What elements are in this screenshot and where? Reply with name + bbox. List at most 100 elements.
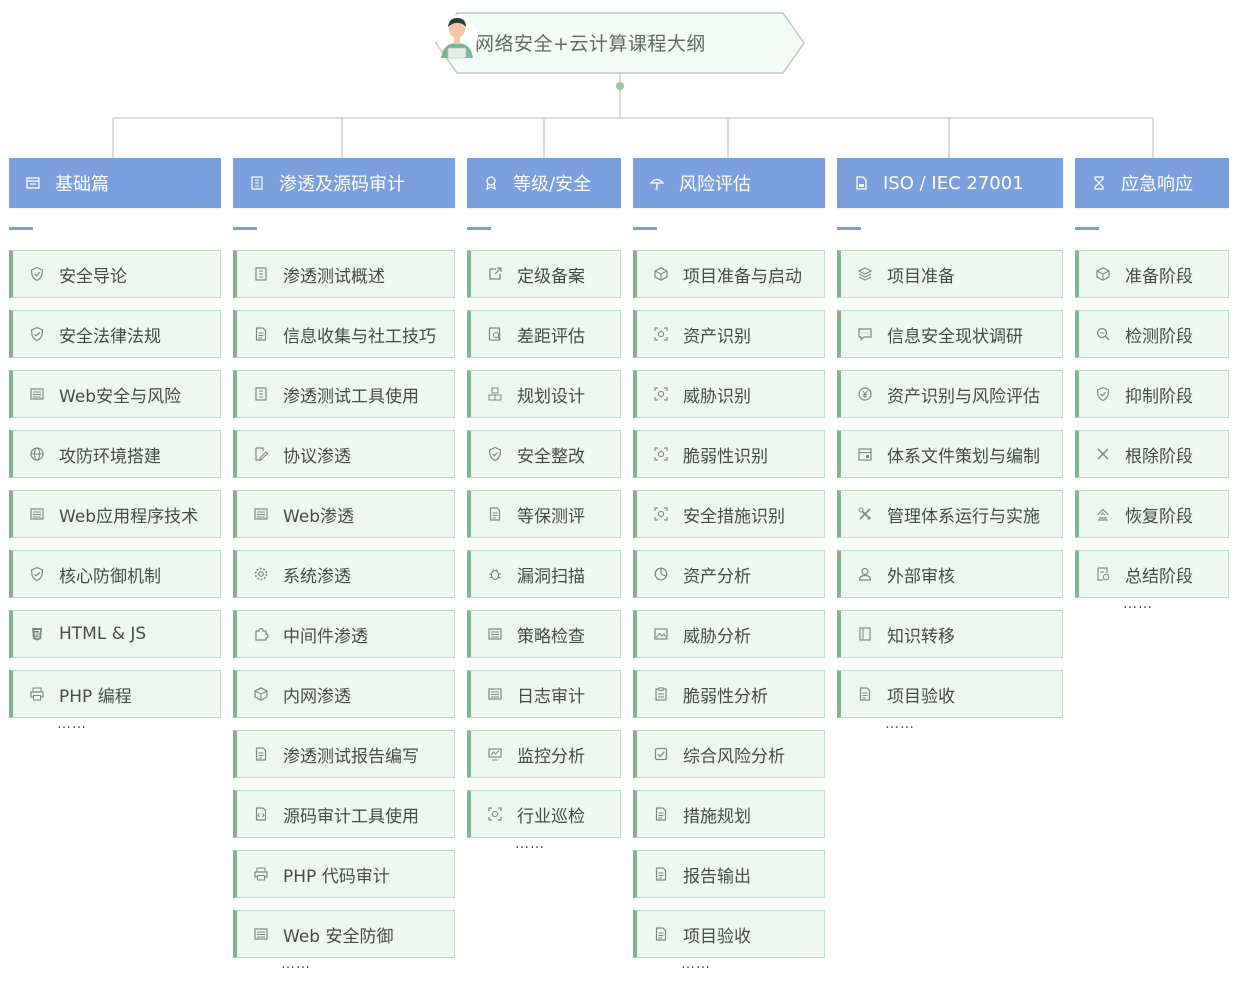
course-item-label: 攻防环境搭建	[59, 446, 161, 467]
course-item: 安全措施识别	[633, 490, 825, 538]
item-icon	[1095, 386, 1111, 402]
course-item-label: 威胁分析	[683, 626, 751, 647]
course-item: 根除阶段	[1075, 430, 1229, 478]
award-icon	[486, 176, 496, 191]
shield-icon	[488, 446, 502, 462]
avatar-icon	[436, 15, 478, 59]
course-item: 综合风险分析	[633, 730, 825, 778]
column-title: ISO / IEC 27001	[883, 172, 1024, 194]
course-item-label: 知识转移	[887, 626, 955, 647]
item-icon	[253, 686, 269, 702]
hourglass-icon	[1094, 176, 1104, 190]
item-icon	[653, 626, 669, 642]
item-icon	[253, 926, 269, 942]
item-icon	[1095, 566, 1111, 582]
item-icon	[29, 506, 45, 522]
course-item-label: 综合风险分析	[683, 746, 785, 767]
course-item-label: 定级备案	[517, 266, 585, 287]
item-icon	[653, 266, 669, 282]
course-item: 安全导论	[9, 250, 221, 298]
cubes-icon	[488, 387, 502, 401]
item-icon	[653, 686, 669, 702]
course-item: 报告输出	[633, 850, 825, 898]
course-item: 内网渗透	[233, 670, 455, 718]
column-header: 风险评估	[633, 158, 825, 208]
window-icon-wrap	[25, 175, 41, 191]
course-item: 总结阶段	[1075, 550, 1229, 598]
course-item: Web渗透	[233, 490, 455, 538]
course-item: 信息收集与社工技巧	[233, 310, 455, 358]
document-icon	[255, 327, 267, 341]
item-icon	[29, 446, 45, 462]
search-icon	[1096, 327, 1110, 341]
course-item-label: 行业巡检	[517, 806, 585, 827]
item-icon	[253, 386, 269, 402]
document-icon	[489, 507, 501, 521]
item-icon	[857, 266, 873, 282]
item-icon	[253, 626, 269, 642]
item-icon	[653, 326, 669, 342]
item-icon	[253, 806, 269, 822]
course-item-label: 资产分析	[683, 566, 751, 587]
item-icon	[1095, 326, 1111, 342]
list-icon	[254, 508, 268, 520]
course-item: 外部审核	[837, 550, 1063, 598]
connector-dot	[616, 82, 624, 90]
course-item: 恢复阶段	[1075, 490, 1229, 538]
course-item: PHP 编程	[9, 670, 221, 718]
column-accent-bar	[1075, 227, 1099, 230]
item-icon	[653, 506, 669, 522]
yen-icon	[858, 387, 872, 401]
item-icon	[1095, 506, 1111, 522]
course-item: 项目验收	[837, 670, 1063, 718]
column-title: 渗透及源码审计	[279, 174, 405, 195]
shield-icon	[30, 326, 44, 342]
course-item-label: 等保测评	[517, 506, 585, 527]
course-item-label: PHP 代码审计	[283, 866, 390, 887]
course-item-label: 漏洞扫描	[517, 566, 585, 587]
scan-icon	[654, 447, 668, 461]
course-item-label: 抑制阶段	[1125, 386, 1193, 407]
course-item-label: Web安全与风险	[59, 386, 182, 407]
pie-icon	[654, 567, 668, 581]
course-item: 脆弱性分析	[633, 670, 825, 718]
course-item-label: 脆弱性分析	[683, 686, 768, 707]
course-item-label: 渗透测试工具使用	[283, 386, 419, 407]
course-item: 威胁识别	[633, 370, 825, 418]
course-item-label: 安全措施识别	[683, 506, 785, 527]
course-item: 项目验收	[633, 910, 825, 958]
building-icon	[251, 176, 263, 190]
course-item: 规划设计	[467, 370, 621, 418]
course-item: 行业巡检	[467, 790, 621, 838]
more-ellipsis: ……	[885, 716, 915, 732]
item-icon	[253, 746, 269, 762]
building-icon-wrap	[249, 175, 265, 191]
course-item: 管理体系运行与实施	[837, 490, 1063, 538]
gear-icon	[254, 567, 268, 581]
course-item-label: Web渗透	[283, 506, 355, 527]
course-item: 渗透测试报告编写	[233, 730, 455, 778]
more-ellipsis: ……	[281, 956, 311, 972]
course-item: 抑制阶段	[1075, 370, 1229, 418]
document-icon	[655, 927, 667, 941]
shield-icon	[1096, 386, 1110, 402]
item-icon	[653, 746, 669, 762]
course-item: 措施规划	[633, 790, 825, 838]
course-item: 等保测评	[467, 490, 621, 538]
item-icon	[253, 326, 269, 342]
item-icon	[487, 326, 503, 342]
item-icon	[253, 566, 269, 582]
title-banner: 网络安全+云计算课程大纲	[435, 12, 805, 74]
document-icon	[255, 747, 267, 761]
course-item-label: 恢复阶段	[1125, 506, 1193, 527]
course-item: 知识转移	[837, 610, 1063, 658]
item-icon	[857, 686, 873, 702]
more-ellipsis: ……	[515, 836, 545, 852]
course-item: 准备阶段	[1075, 250, 1229, 298]
course-item-label: 检测阶段	[1125, 326, 1193, 347]
item-icon	[1095, 266, 1111, 282]
column-title: 风险评估	[679, 174, 751, 195]
item-icon	[653, 446, 669, 462]
